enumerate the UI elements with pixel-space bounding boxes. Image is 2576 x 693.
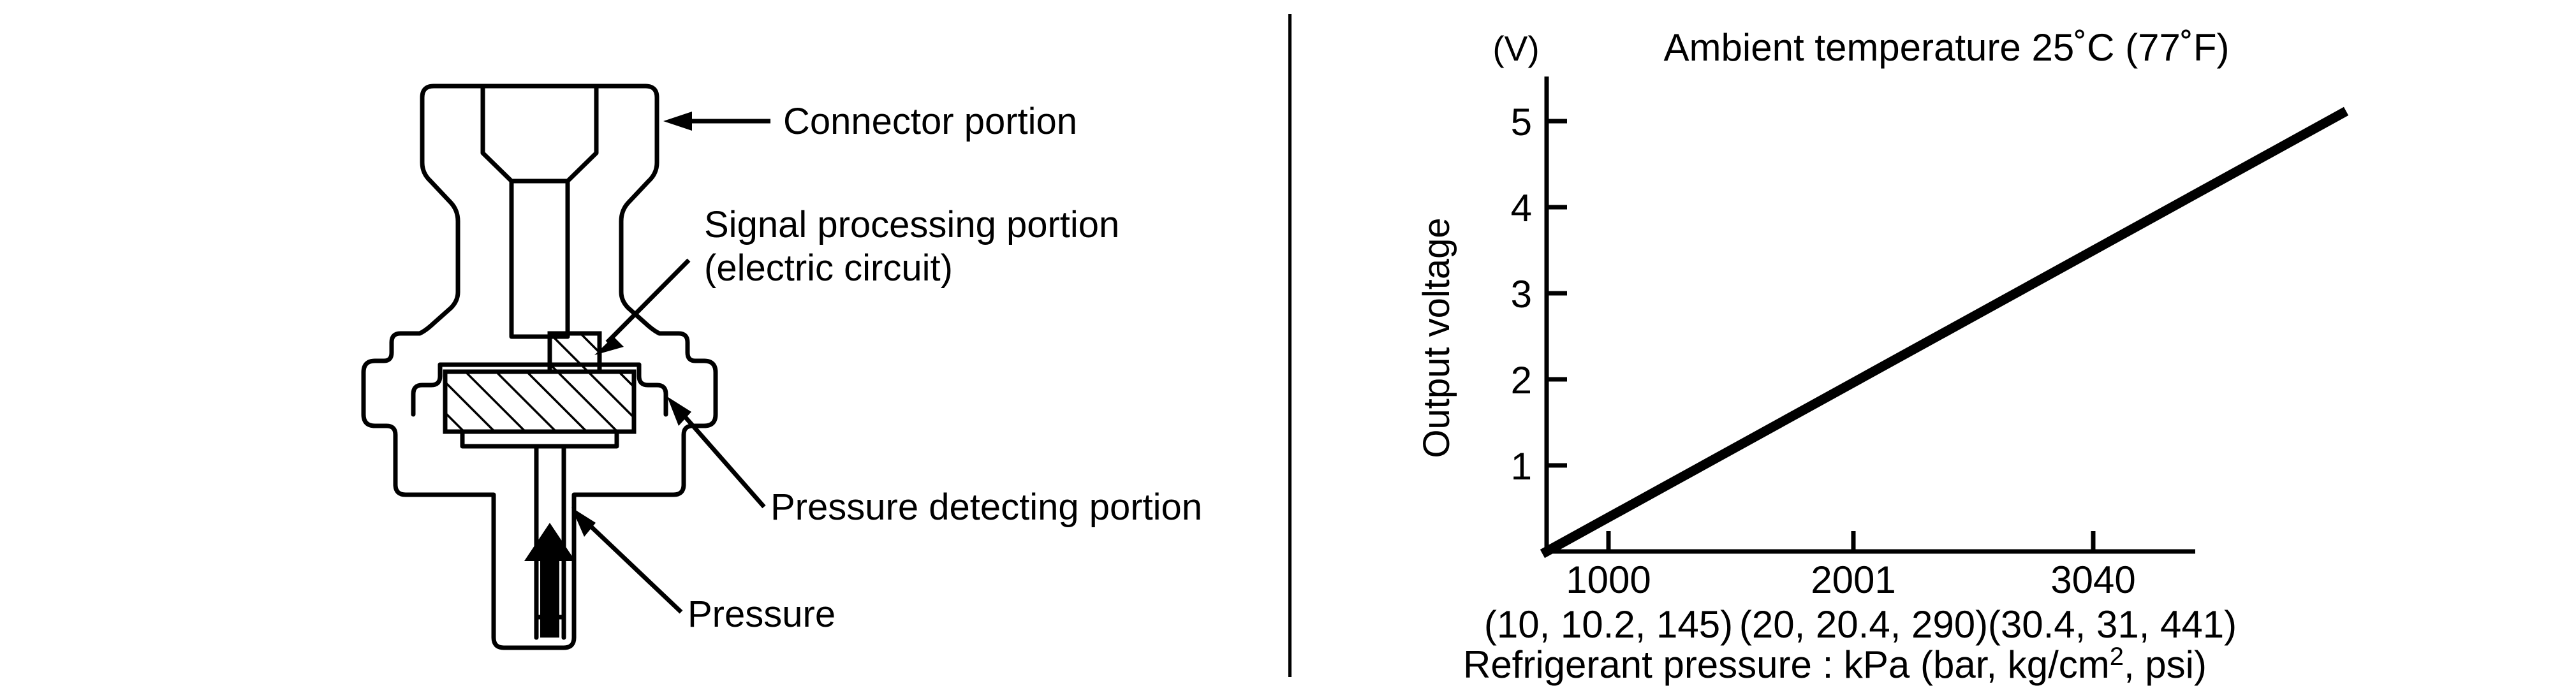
output-voltage-chart-panel: Ambient temperature 25˚C (77˚F) (V) Outp… <box>1290 0 2576 693</box>
arrowhead-pressure <box>571 507 596 537</box>
leader-pressure <box>580 516 683 614</box>
signal-processing-chip <box>547 331 602 374</box>
y-tick-label-1: 1 <box>1511 445 1532 488</box>
y-ticks <box>1547 119 1567 468</box>
y-tick-labels: 1 2 3 4 5 <box>1511 101 1532 488</box>
sensor-outline <box>361 84 718 650</box>
x-tick-label-2001: 2001 <box>1811 558 1895 601</box>
x-axis-label: Refrigerant pressure : kPa (bar, kg/cm2,… <box>1463 643 2207 686</box>
x-tick-sublabel-1: (10, 10.2, 145) <box>1484 603 1733 646</box>
output-voltage-chart-svg: Ambient temperature 25˚C (77˚F) (V) Outp… <box>1416 26 2349 686</box>
y-axis-unit: (V) <box>1492 29 1539 68</box>
panel-divider <box>1288 14 1292 677</box>
callout-label-signal-line2: (electric circuit) <box>704 247 953 289</box>
callout-label-connector: Connector portion <box>783 101 1077 142</box>
leader-detecting <box>675 406 766 509</box>
callout-label-pressure: Pressure <box>688 594 835 635</box>
x-tick-labels: 1000 2001 3040 <box>1566 558 2135 601</box>
sensor-diagram-svg: Connector portion Signal processing port… <box>361 84 1202 650</box>
x-tick-label-3040: 3040 <box>2050 558 2135 601</box>
data-series-line <box>1540 106 2349 558</box>
chart-title: Ambient temperature 25˚C (77˚F) <box>1664 26 2230 69</box>
y-tick-label-5: 5 <box>1511 101 1532 143</box>
x-tick-sublabel-2: (20, 20.4, 290) <box>1739 603 1988 646</box>
y-tick-label-3: 3 <box>1511 273 1532 316</box>
callout-leaders <box>571 112 770 614</box>
x-tick-label-1000: 1000 <box>1566 558 1651 601</box>
y-tick-label-2: 2 <box>1511 359 1532 402</box>
x-tick-sublabels: (10, 10.2, 145) (20, 20.4, 290) (30.4, 3… <box>1484 603 2237 646</box>
sensor-diagram-panel: Connector portion Signal processing port… <box>361 84 1202 650</box>
leader-signal <box>605 258 691 344</box>
chart-axes <box>1544 77 2195 554</box>
callout-label-signal-line1: Signal processing portion <box>704 204 1119 245</box>
callout-label-detecting: Pressure detecting portion <box>770 486 1202 528</box>
pressure-detecting-diaphragm <box>443 369 637 434</box>
x-axis-label-pre: Refrigerant pressure : kPa (bar, kg/cm <box>1463 643 2110 686</box>
y-tick-label-4: 4 <box>1511 187 1532 230</box>
x-axis-label-post: , psi) <box>2124 643 2207 686</box>
arrowhead-connector <box>663 112 692 131</box>
arrowhead-signal <box>594 337 624 355</box>
x-axis-label-superscript: 2 <box>2110 643 2124 671</box>
x-ticks <box>1606 531 2096 551</box>
x-tick-sublabel-3: (30.4, 31, 441) <box>1988 603 2237 646</box>
pressure-flow-arrow-up-icon <box>524 523 575 638</box>
y-axis-label: Output voltage <box>1416 217 1457 458</box>
arrowhead-detecting <box>667 397 691 426</box>
